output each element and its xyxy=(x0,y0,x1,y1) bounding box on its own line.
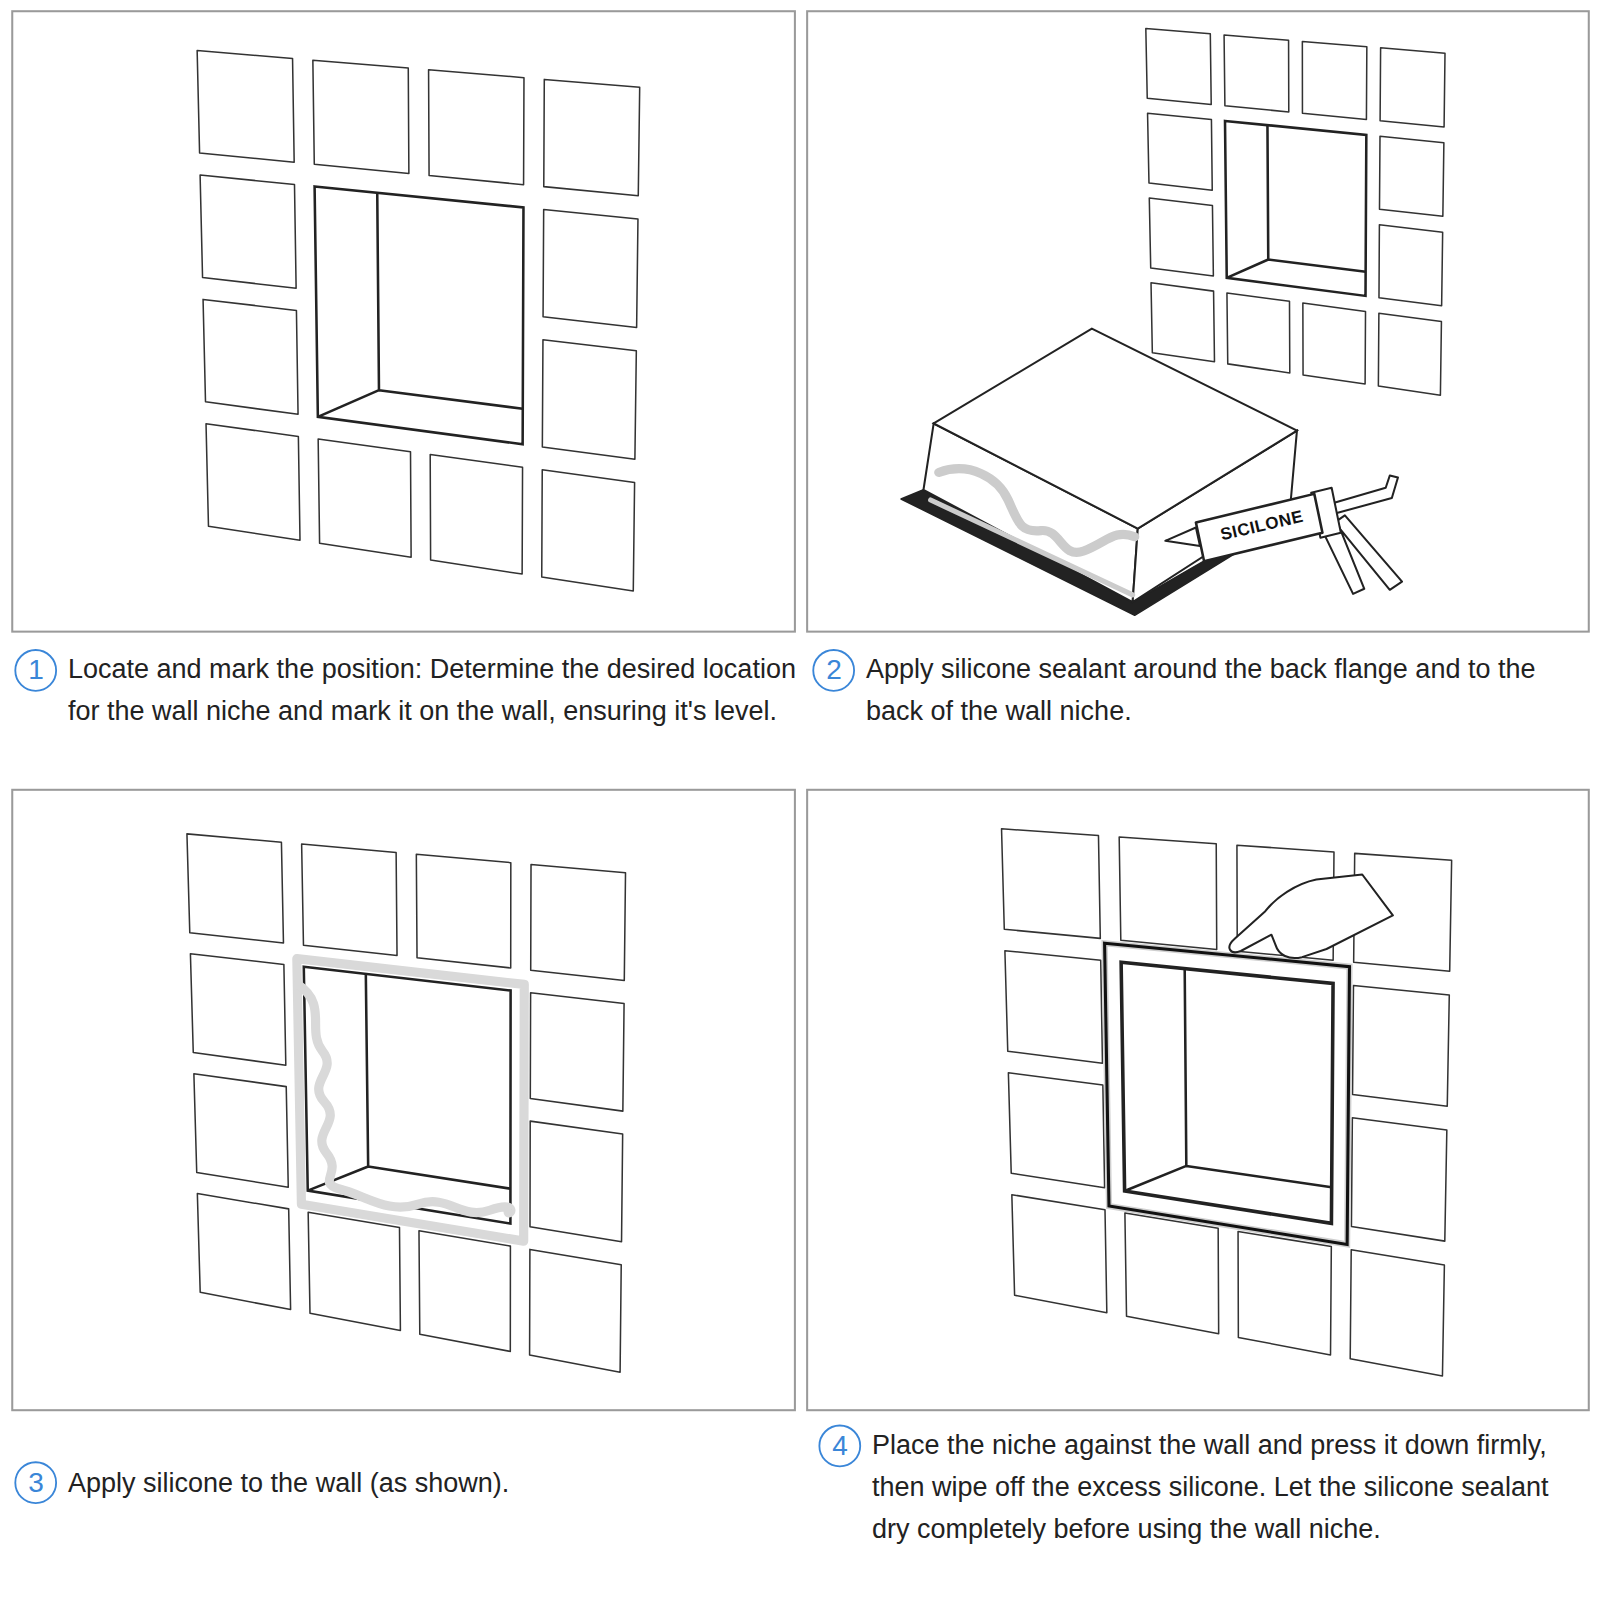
step-circle xyxy=(15,650,56,691)
hand xyxy=(1229,874,1392,958)
wall-tile xyxy=(1350,1250,1444,1376)
step-circle xyxy=(15,1462,56,1503)
wall-tile xyxy=(187,834,284,943)
niche-flange-edge xyxy=(1105,943,1350,1244)
step-text: Apply silicone sealant around the back f… xyxy=(866,648,1556,732)
wall-tile xyxy=(1119,837,1217,949)
niche-inner xyxy=(1125,969,1332,1191)
step-text: Place the niche against the wall and pre… xyxy=(872,1424,1562,1550)
wall-tile xyxy=(543,209,638,327)
panel-frame xyxy=(807,790,1589,1410)
wall-tile xyxy=(203,299,298,414)
silicone-bead xyxy=(298,985,511,1213)
wall-tile xyxy=(308,1212,400,1330)
wall-tile xyxy=(1012,1195,1107,1313)
caulk-nozzle xyxy=(1165,528,1200,546)
niche-opening xyxy=(1225,121,1366,296)
wall-tile xyxy=(1380,48,1445,127)
wall-tile xyxy=(206,424,300,540)
wall-tile xyxy=(419,1231,510,1352)
wall-tile xyxy=(313,60,409,173)
wall-tile xyxy=(544,79,640,195)
wall-tile xyxy=(194,1074,288,1188)
step-circle xyxy=(819,1426,860,1467)
step-number: 3 xyxy=(16,1463,56,1503)
wall-tile xyxy=(197,1194,290,1310)
wall-tile xyxy=(1146,28,1211,104)
wall-tile xyxy=(1125,1213,1219,1334)
wall-tile xyxy=(542,340,636,460)
caulk-tube xyxy=(1196,494,1323,561)
wall-tile xyxy=(1148,113,1213,190)
wall-tile xyxy=(197,51,294,163)
wall-tile xyxy=(1378,313,1441,395)
wall-tile xyxy=(1303,303,1366,384)
caulk-gun xyxy=(1327,476,1398,516)
step-number: 1 xyxy=(16,650,56,690)
niche-inner xyxy=(1227,125,1366,278)
step-circle xyxy=(813,650,854,691)
panel-frame xyxy=(12,11,795,631)
wall-tile xyxy=(1353,986,1450,1107)
panel-frame xyxy=(12,790,795,1410)
wall-tile xyxy=(1151,283,1214,362)
silicone-bead xyxy=(297,959,524,1241)
panel-frame xyxy=(807,11,1589,631)
niche-opening xyxy=(315,186,524,444)
wall-tile xyxy=(1008,1073,1104,1188)
wall-tile xyxy=(1002,829,1101,939)
wall-tile xyxy=(429,70,524,185)
wall-tile xyxy=(1379,225,1443,306)
wall-tile xyxy=(530,1121,623,1242)
wall-tile xyxy=(1149,198,1213,276)
wall-tile xyxy=(530,993,624,1111)
niche-flange xyxy=(1105,943,1350,1244)
niche-inner xyxy=(318,193,523,417)
wall-tile xyxy=(1238,1231,1331,1354)
wall-tile xyxy=(1224,35,1289,112)
wall-tile xyxy=(430,454,522,574)
artwork xyxy=(12,11,1589,1503)
wall-tile xyxy=(530,1249,622,1372)
niche-inner xyxy=(308,974,511,1191)
wall-tile xyxy=(200,175,296,288)
niche-opening xyxy=(1121,962,1333,1223)
silicone-bead xyxy=(931,500,1133,595)
silicone-bead xyxy=(939,469,1135,553)
wall-tile xyxy=(1005,951,1103,1063)
wall-tile xyxy=(1379,136,1443,216)
step-number: 2 xyxy=(814,650,854,690)
wall-tile xyxy=(531,864,626,980)
step-text: Locate and mark the position: Determine … xyxy=(68,648,808,732)
wall-tile xyxy=(416,854,510,968)
wall-tile xyxy=(1351,1118,1446,1241)
wall-tile xyxy=(302,844,397,955)
step-number: 4 xyxy=(820,1426,860,1466)
wall-tile xyxy=(542,470,635,591)
wall-tile xyxy=(1227,293,1290,373)
wall-tile xyxy=(190,954,285,1065)
niche-box xyxy=(934,329,1297,529)
step-text: Apply silicone to the wall (as shown). xyxy=(68,1462,808,1504)
wall-tile xyxy=(1302,41,1366,119)
wall-tile xyxy=(318,439,411,557)
